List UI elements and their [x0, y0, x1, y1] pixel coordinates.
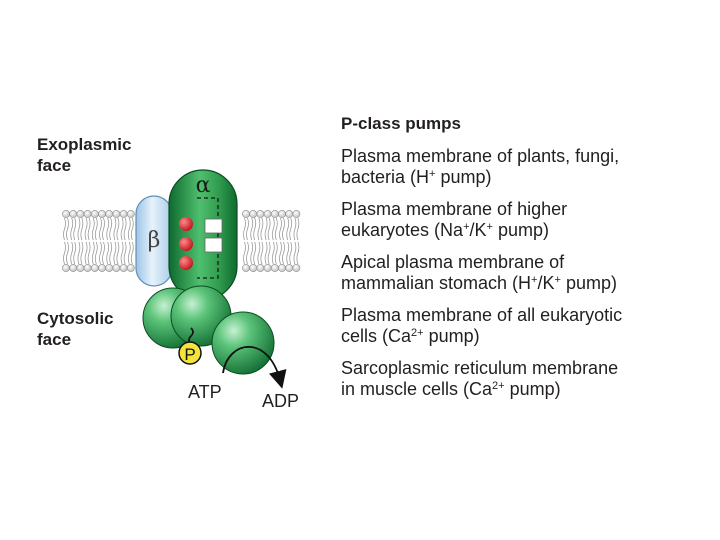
- atp-label: ATP: [188, 382, 222, 402]
- lipid-heads-bottom: [62, 264, 301, 272]
- lipid-heads-top: [62, 210, 301, 218]
- lipid-tails-top: [63, 217, 300, 241]
- pump-list: Plasma membrane of plants, fungi, bacter…: [341, 146, 713, 411]
- transport-channel: [197, 197, 223, 279]
- pump-item-plants-fungi-bacteria: Plasma membrane of plants, fungi, bacter…: [341, 146, 620, 187]
- pump-item-all-eukaryotic-cells: Plasma membrane of all eukaryotic cells …: [341, 305, 623, 346]
- adp-label: ADP: [262, 391, 299, 411]
- lipid-bilayer: [62, 210, 301, 272]
- pump-list-title: P-class pumps: [341, 114, 461, 133]
- exoplasmic-face-line-1: Exoplasmic: [37, 135, 132, 154]
- phosphate-group: P: [178, 341, 202, 365]
- exoplasmic-face-label: Exoplasmic face: [37, 134, 132, 176]
- cytosolic-face-label: Cytosolic face: [37, 308, 114, 350]
- pump-item-mammalian-stomach: Apical plasma membrane of mammalian stom…: [341, 252, 617, 293]
- ion-binding-sites: [179, 217, 193, 270]
- atp-to-adp-arrow: [222, 345, 287, 389]
- exoplasmic-face-line-2: face: [37, 156, 72, 175]
- cytosolic-face-line-2: face: [37, 330, 72, 349]
- cytosolic-face-line-1: Cytosolic: [37, 309, 114, 328]
- pump-item-sarcoplasmic-reticulum: Sarcoplasmic reticulum membrane in muscl…: [341, 358, 619, 399]
- pump-item-higher-eukaryotes: Plasma membrane of higher eukaryotes (Na…: [341, 199, 568, 240]
- cytosolic-domain-right: [211, 311, 275, 375]
- alpha-symbol: α: [196, 173, 211, 198]
- lipid-tails-bottom: [63, 241, 300, 265]
- beta-symbol: β: [148, 228, 161, 253]
- phosphate-label: P: [184, 345, 195, 364]
